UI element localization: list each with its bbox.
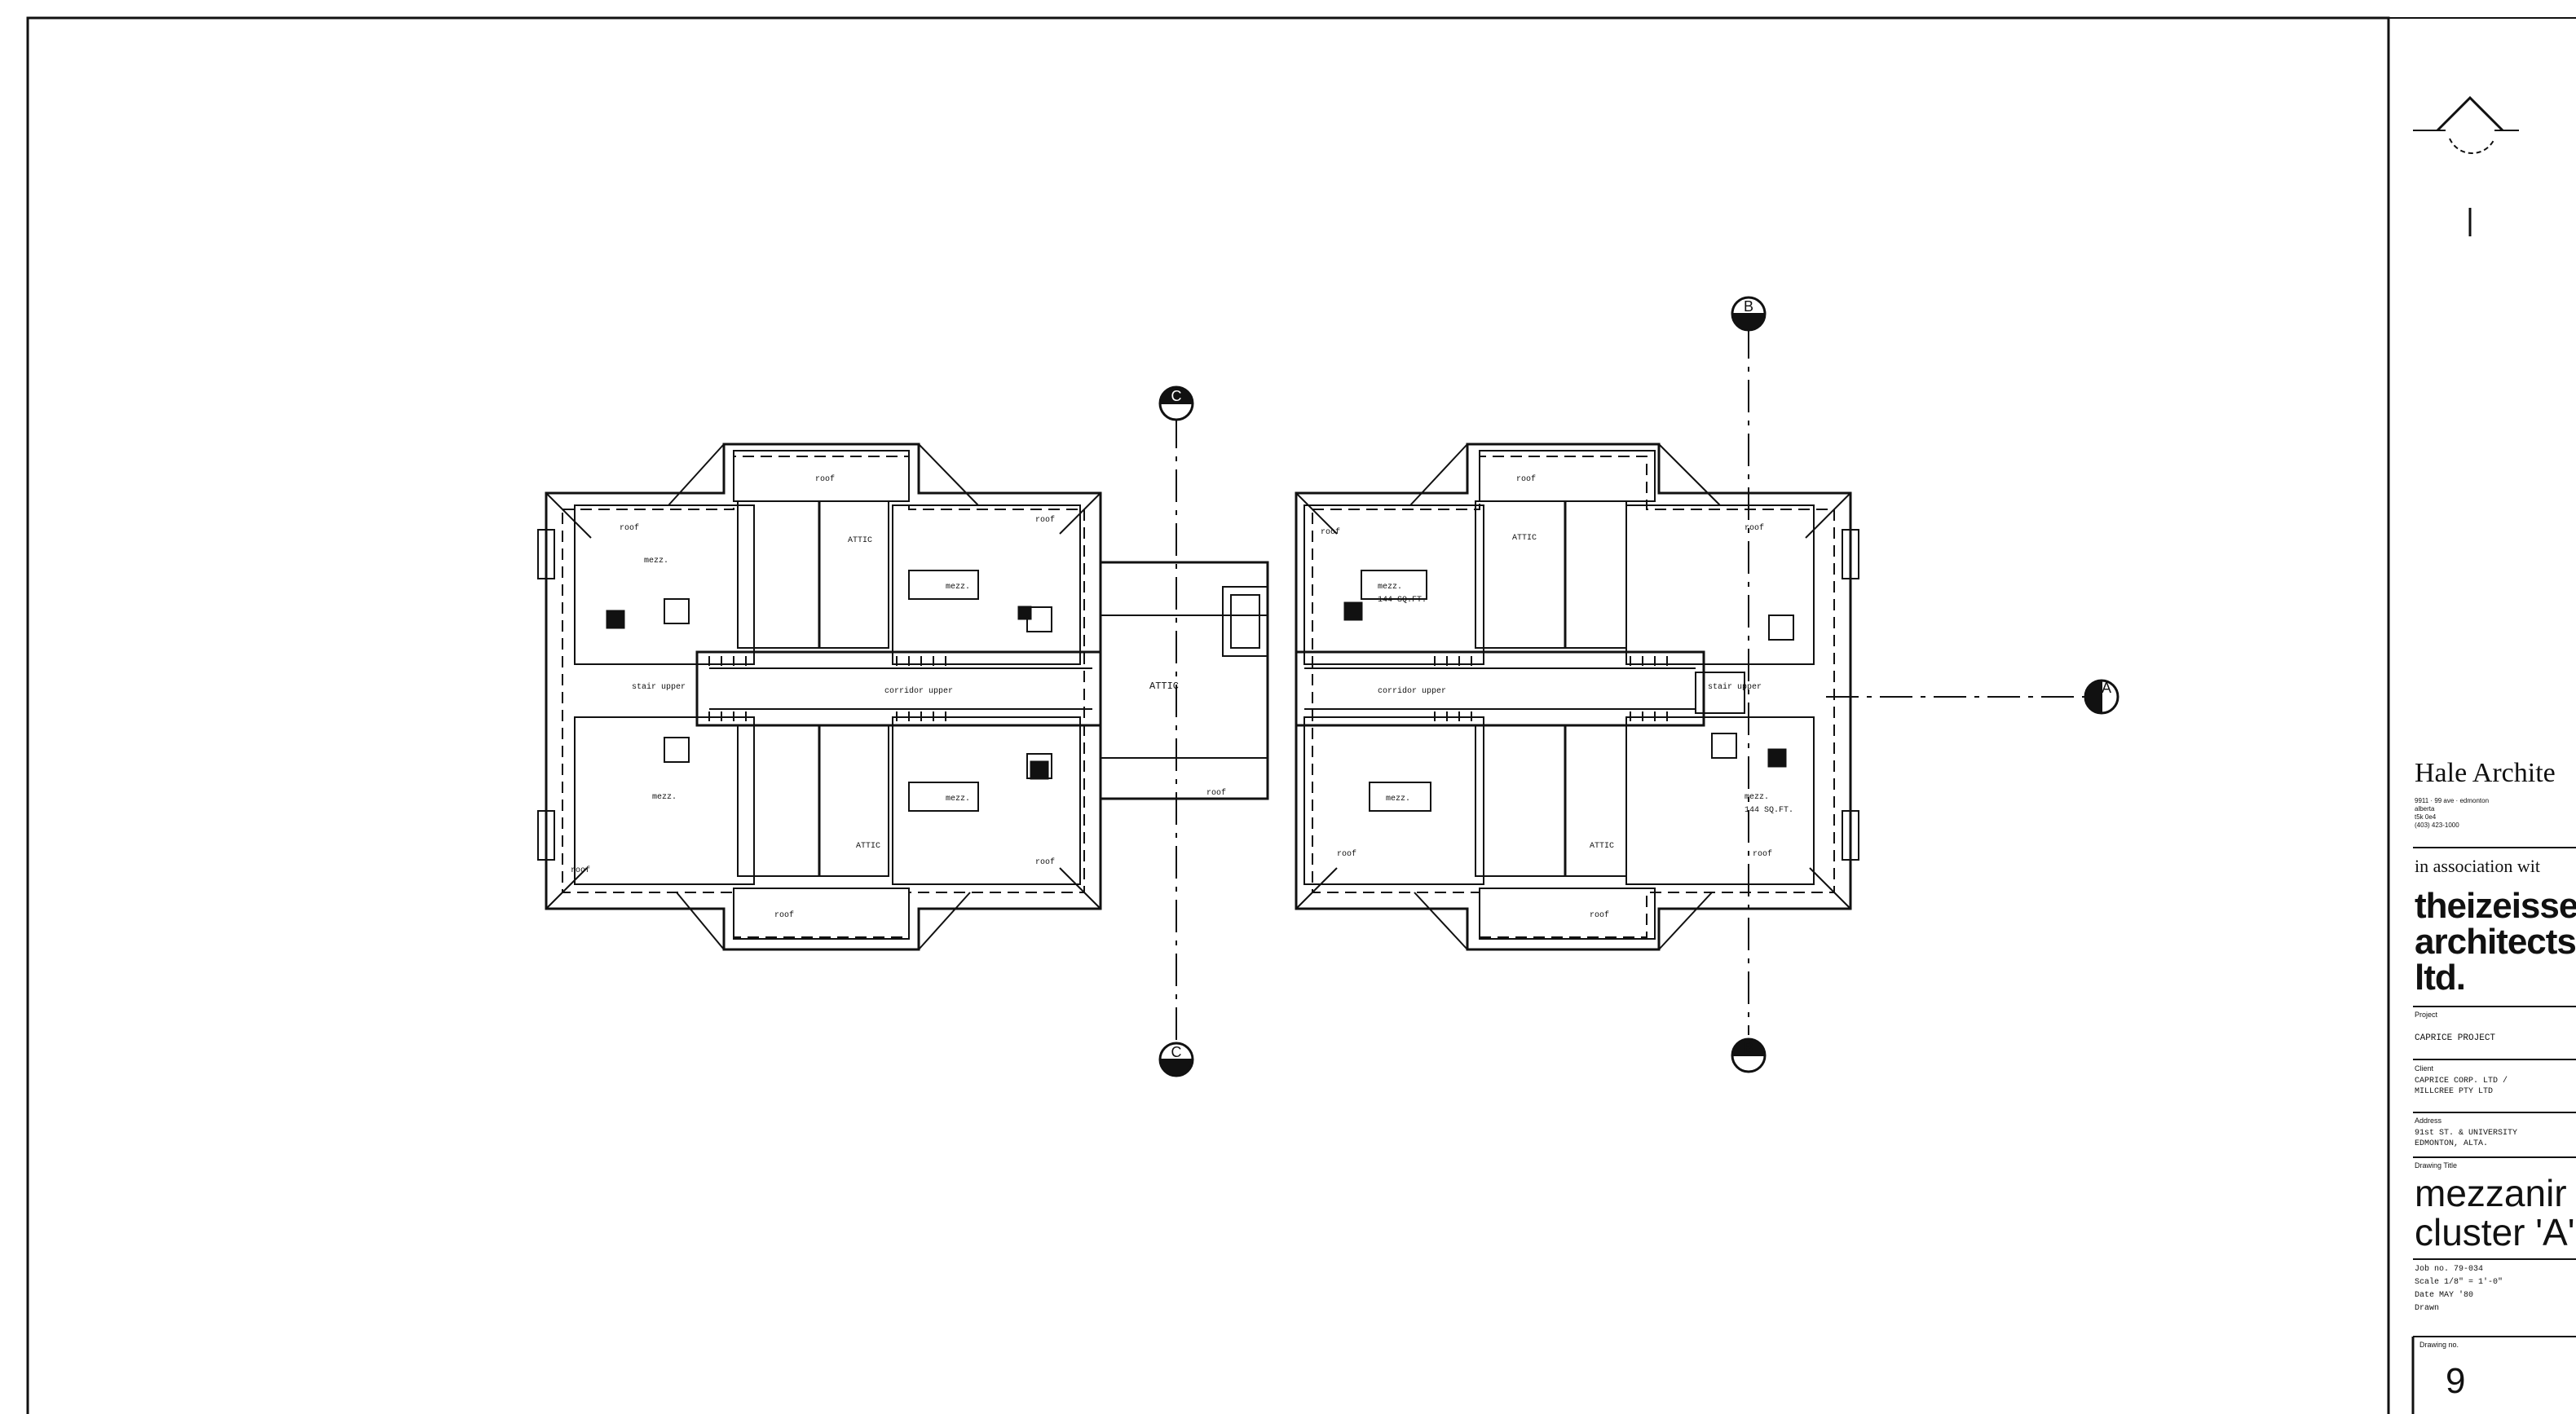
label-mezz: mezz. xyxy=(946,583,970,592)
title-block-rules xyxy=(2413,847,2576,1260)
sheet-border xyxy=(26,16,2390,1414)
label-mezz-area: 144 SQ.FT. xyxy=(1745,806,1793,815)
label-roof: roof xyxy=(774,910,794,920)
label-stair: stair upper xyxy=(1708,682,1762,692)
labels-left: roof ATTIC ATTIC roof corridor upper sta… xyxy=(571,474,1226,920)
labels-right: roof ATTIC ATTIC roof corridor upper sta… xyxy=(1321,474,1793,920)
label-mezz-area: 144 SQ.FT. xyxy=(1378,596,1427,605)
label-attic: ATTIC xyxy=(856,842,880,851)
label-roof: roof xyxy=(1516,474,1536,484)
building-left xyxy=(537,443,1102,951)
firm-name: Hale Archite xyxy=(2415,758,2556,788)
label-roof: roof xyxy=(1035,515,1055,525)
label-roof: roof xyxy=(1206,788,1226,798)
section-lines xyxy=(1176,326,2087,1043)
sheet-number: 9 xyxy=(2446,1361,2466,1401)
label-attic: ATTIC xyxy=(1590,842,1614,851)
label-roof: roof xyxy=(1321,527,1340,537)
drawing-title-label: Drawing Title xyxy=(2415,1161,2458,1170)
label-roof: roof xyxy=(1337,849,1356,859)
drawing-info: Job no. 79-034 Scale 1/8" = 1'-0" Date M… xyxy=(2415,1265,2503,1313)
label-stair: stair upper xyxy=(632,682,686,692)
section-marker-c-top: C xyxy=(1158,385,1194,421)
marker-letter: B xyxy=(1744,1040,1753,1056)
label-mezz: mezz. xyxy=(644,557,668,566)
label-roof: roof xyxy=(1745,523,1764,533)
label-corridor: corridor upper xyxy=(884,686,953,696)
section-marker-c-bottom: C xyxy=(1158,1042,1194,1077)
client-label: Client xyxy=(2415,1064,2434,1073)
label-mezz: mezz. xyxy=(652,793,677,802)
label-roof: roof xyxy=(815,474,835,484)
label-mezz: mezz. xyxy=(946,795,970,804)
label-roof: roof xyxy=(571,866,590,875)
label-mezz: mezz. xyxy=(1378,583,1402,592)
label-attic-note: ATTIC xyxy=(1149,681,1179,692)
sheet-number-label: Drawing no. xyxy=(2419,1341,2459,1349)
address-label: Address xyxy=(2415,1117,2442,1125)
section-marker-a: A xyxy=(2084,679,2119,715)
label-roof: roof xyxy=(620,523,639,533)
firm-address: 9911 · 99 ave · edmonton alberta t5k 0e4… xyxy=(2415,797,2490,829)
marker-letter: C xyxy=(1171,388,1182,404)
marker-letter: A xyxy=(2102,680,2111,696)
marker-letter: B xyxy=(1744,298,1753,315)
connector-link xyxy=(1099,561,1269,800)
label-corridor: corridor upper xyxy=(1378,686,1446,696)
drawing-title: mezzanir cluster 'A' xyxy=(2415,1172,2575,1253)
label-mezz: mezz. xyxy=(1745,793,1769,802)
label-roof: roof xyxy=(1035,857,1055,867)
marker-letter: C xyxy=(1171,1044,1182,1060)
label-roof: roof xyxy=(1753,849,1772,859)
associate-firm: theizeisser architects ltd. xyxy=(2415,886,2576,998)
building-right xyxy=(1295,443,1859,951)
association-text: in association wit xyxy=(2415,856,2540,876)
section-marker-b-bottom: B xyxy=(1731,1037,1767,1073)
site-address: 91st ST. & UNIVERSITY EDMONTON, ALTA. xyxy=(2415,1129,2518,1148)
project-name: CAPRICE PROJECT xyxy=(2415,1033,2496,1043)
project-label: Project xyxy=(2415,1011,2438,1019)
client-name: CAPRICE CORP. LTD / MILLCREE PTY LTD xyxy=(2415,1077,2508,1096)
label-roof: roof xyxy=(1590,910,1609,920)
label-attic: ATTIC xyxy=(1512,534,1537,543)
section-marker-b-top: B xyxy=(1731,296,1767,332)
north-arrow-icon xyxy=(2413,95,2519,236)
label-mezz: mezz. xyxy=(1386,795,1410,804)
label-attic: ATTIC xyxy=(848,536,872,545)
north-label: N xyxy=(2464,196,2470,205)
